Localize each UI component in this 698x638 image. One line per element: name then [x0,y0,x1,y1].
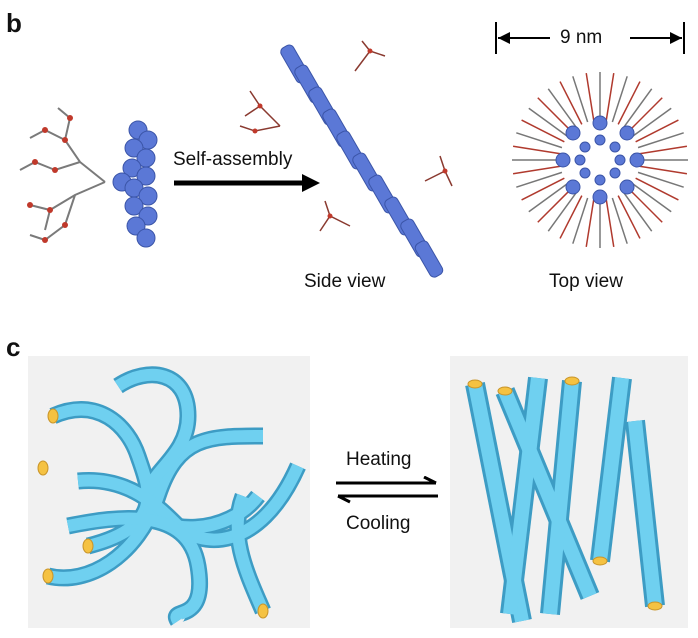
radial-chain [585,199,595,248]
radial-chain [622,191,653,232]
top-view-label: Top view [549,271,623,292]
radial-chain [611,197,628,244]
radial-chain [637,132,684,149]
panel-b-label: b [6,8,22,38]
radial-chain [617,81,641,125]
radial-chain [528,182,569,213]
radial-chain [622,88,653,129]
radial-chain [635,177,679,201]
radial-chain [605,72,615,121]
radial-chain [639,145,688,155]
single-molecule-illustration [19,107,158,248]
radial-chain [611,76,628,123]
heating-label: Heating [346,449,412,470]
self-assembly-label: Self-assembly [173,149,293,170]
panel-c-label: c [6,332,21,362]
radial-chain [635,119,679,143]
radial-chain [516,171,563,188]
radial-chain [528,107,569,138]
radial-chain [631,182,672,213]
side-view-illustration [239,40,453,278]
radial-chain [547,88,578,129]
radial-chain [559,81,583,125]
radial-chain [637,171,684,188]
radial-chain [627,97,663,133]
radial-chain [605,199,615,248]
self-assembly-arrow [174,174,320,192]
side-view-label: Side view [304,271,386,292]
radial-chain [572,197,589,244]
radial-chain [627,187,663,223]
radial-chain [617,195,641,239]
top-view-illustration [512,72,688,248]
radial-chain [512,165,561,175]
radial-chain [516,132,563,149]
aligned-rods-illustration [450,356,688,628]
radial-chain [585,72,595,121]
radial-chain [521,177,565,201]
radial-chain [572,76,589,123]
radial-chain [537,187,573,223]
dimension-marker [495,22,685,54]
radial-chain [631,107,672,138]
radial-chain [512,145,561,155]
cooling-label: Cooling [346,513,411,534]
reversible-arrows [336,476,438,504]
dimension-label: 9 nm [560,27,603,48]
radial-chain [537,97,573,133]
radial-chain [639,165,688,175]
radial-chain [547,191,578,232]
radial-chain [521,119,565,143]
entangled-fibers-illustration [28,356,310,628]
radial-chain [559,195,583,239]
